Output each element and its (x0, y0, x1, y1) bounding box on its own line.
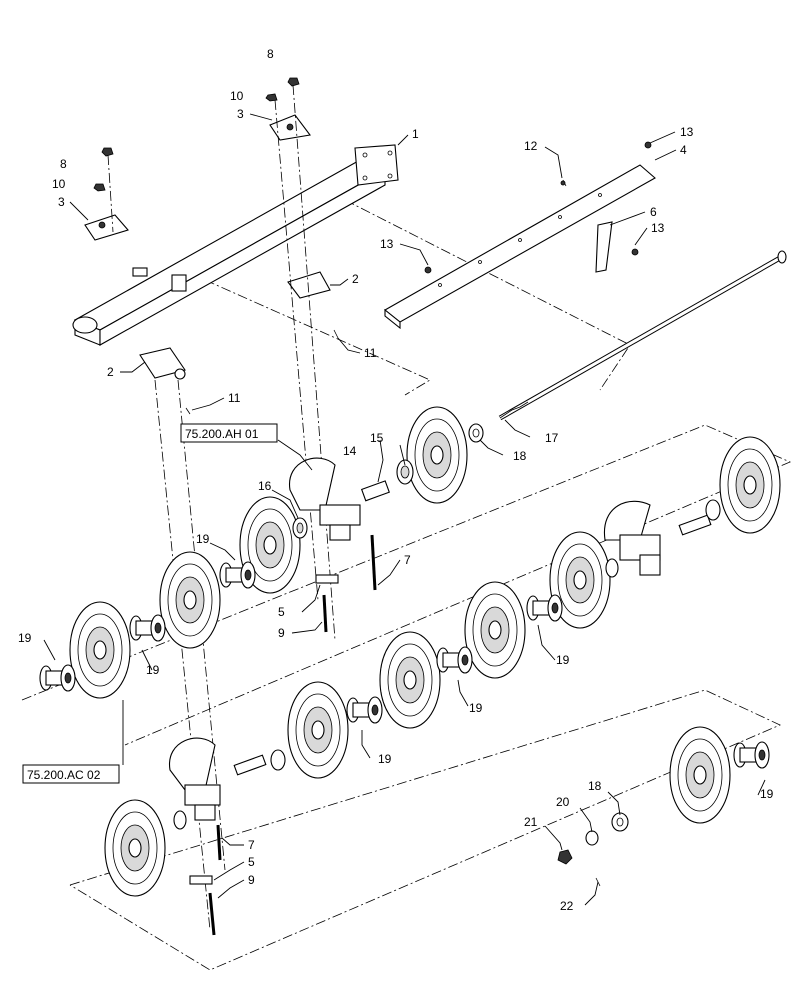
callout-18-lower: 18 (588, 779, 602, 793)
callout-1: 1 (412, 127, 419, 141)
callout-7-lower: 7 (248, 838, 255, 852)
callout-17: 17 (545, 431, 559, 445)
bracket-2-right (287, 271, 331, 299)
nuts-top (93, 77, 300, 192)
callout-labels: 1 2 2 3 3 4 5 5 6 7 7 8 8 9 9 10 10 11 1… (18, 47, 774, 913)
callout-15: 15 (370, 431, 384, 445)
callout-13-mid: 13 (651, 221, 665, 235)
reference-box-ah[interactable]: 75.200.AH 01 (180, 423, 278, 443)
reference-box-ac[interactable]: 75.200.AC 02 (22, 764, 120, 784)
callout-9-upper: 9 (278, 626, 285, 640)
tool-bar (384, 164, 656, 330)
callout-8-top: 8 (267, 47, 274, 61)
callout-13-left: 13 (380, 237, 394, 251)
callout-5-upper: 5 (278, 605, 285, 619)
nuts-13 (424, 141, 652, 274)
bracket-2-left (139, 347, 186, 380)
callout-16: 16 (258, 479, 272, 493)
hanger-assembly-right (603, 500, 661, 576)
callout-7-upper: 7 (404, 553, 411, 567)
callout-12: 12 (524, 139, 538, 153)
axle-shaft (498, 250, 787, 421)
callout-19-f: 19 (378, 752, 392, 766)
bearings-washers (173, 423, 721, 865)
callout-20: 20 (556, 795, 570, 809)
callout-11-upper: 11 (364, 346, 377, 360)
hanger-assembly-upper (289, 457, 361, 541)
hanger-assembly-lower (169, 737, 221, 821)
leader-lines (43, 113, 766, 906)
callout-5-lower: 5 (248, 855, 255, 869)
small-parts (185, 179, 712, 936)
main-frame-beam (72, 144, 399, 346)
callout-2-left: 2 (107, 365, 114, 379)
callout-6: 6 (650, 205, 657, 219)
callout-19-e: 19 (469, 701, 483, 715)
tine (595, 221, 613, 273)
callout-9-lower: 9 (248, 873, 255, 887)
callout-21: 21 (524, 815, 538, 829)
callout-10-left: 10 (52, 177, 66, 191)
callout-19-c: 19 (146, 663, 160, 677)
callout-19-a: 19 (196, 532, 210, 546)
mount-plate-top (269, 114, 311, 141)
callout-4: 4 (680, 143, 687, 157)
callout-3-top: 3 (237, 107, 244, 121)
callout-2-right: 2 (352, 272, 359, 286)
callout-10-top: 10 (230, 89, 244, 103)
callout-19-d: 19 (556, 653, 570, 667)
callout-11-lower: 11 (228, 391, 241, 405)
callout-19-b: 19 (18, 631, 32, 645)
callout-18-upper: 18 (513, 449, 527, 463)
reference-ac-label: 75.200.AC 02 (27, 768, 101, 782)
reference-ah-label: 75.200.AH 01 (185, 427, 259, 441)
callout-13-topright: 13 (680, 125, 694, 139)
callout-19-g: 19 (760, 787, 774, 801)
callout-8-left: 8 (60, 157, 67, 171)
mount-plate-left (84, 214, 129, 241)
callout-14: 14 (343, 444, 357, 458)
callout-22: 22 (560, 899, 574, 913)
callout-3-left: 3 (58, 195, 65, 209)
